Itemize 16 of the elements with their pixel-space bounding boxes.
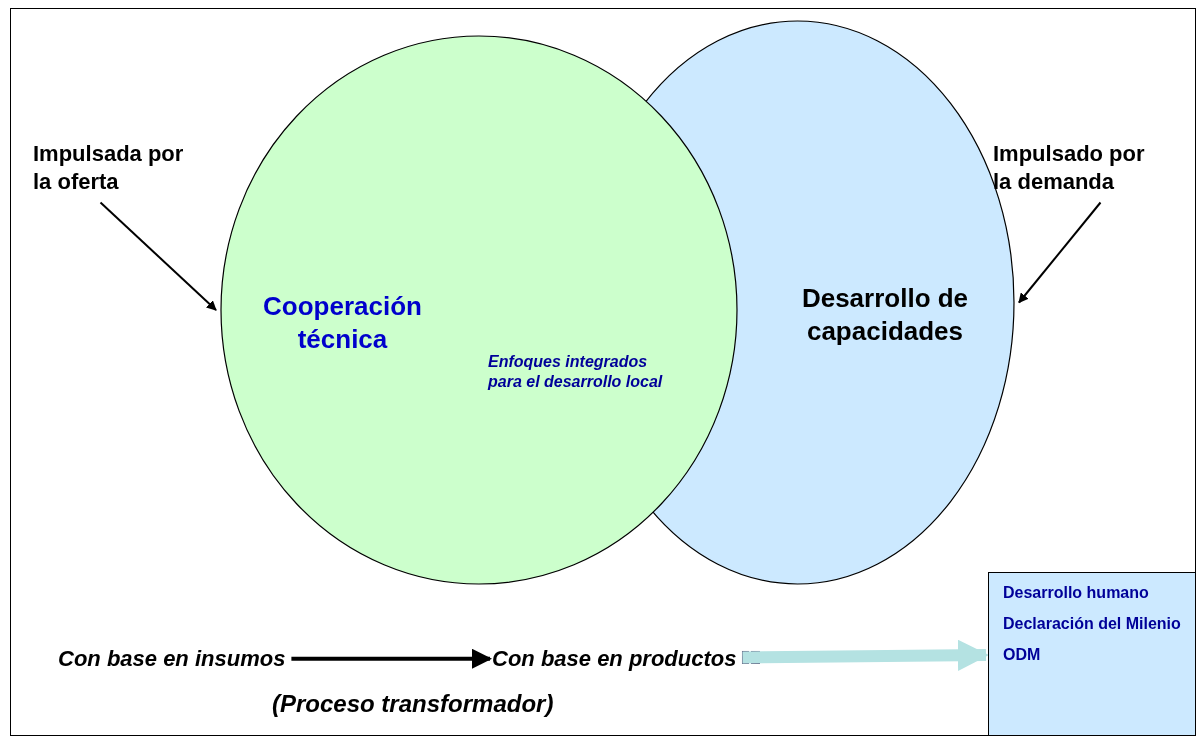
text-label: Con base en productos bbox=[492, 645, 737, 673]
text-label: Con base en insumos bbox=[58, 645, 286, 673]
text-label: Impulsado por la demanda bbox=[993, 140, 1158, 195]
arrow bbox=[291, 648, 492, 669]
arrow bbox=[1018, 201, 1102, 304]
circle-title: Desarrollo de capacidades bbox=[800, 282, 970, 347]
overlap-label: Enfoques integrados para el desarrollo local bbox=[488, 352, 676, 392]
circle-title: Cooperación técnica bbox=[262, 290, 423, 355]
text-label: Impulsada por la oferta bbox=[33, 140, 198, 195]
list-item: Desarrollo humano bbox=[1003, 583, 1150, 603]
block-arrow bbox=[742, 639, 990, 671]
caption-text: (Proceso transformador) bbox=[272, 690, 554, 718]
arrow bbox=[99, 201, 217, 311]
list-item: ODM bbox=[1003, 644, 1042, 665]
info-panel bbox=[988, 572, 1196, 736]
list-item: Declaración del Milenio bbox=[1003, 613, 1182, 634]
